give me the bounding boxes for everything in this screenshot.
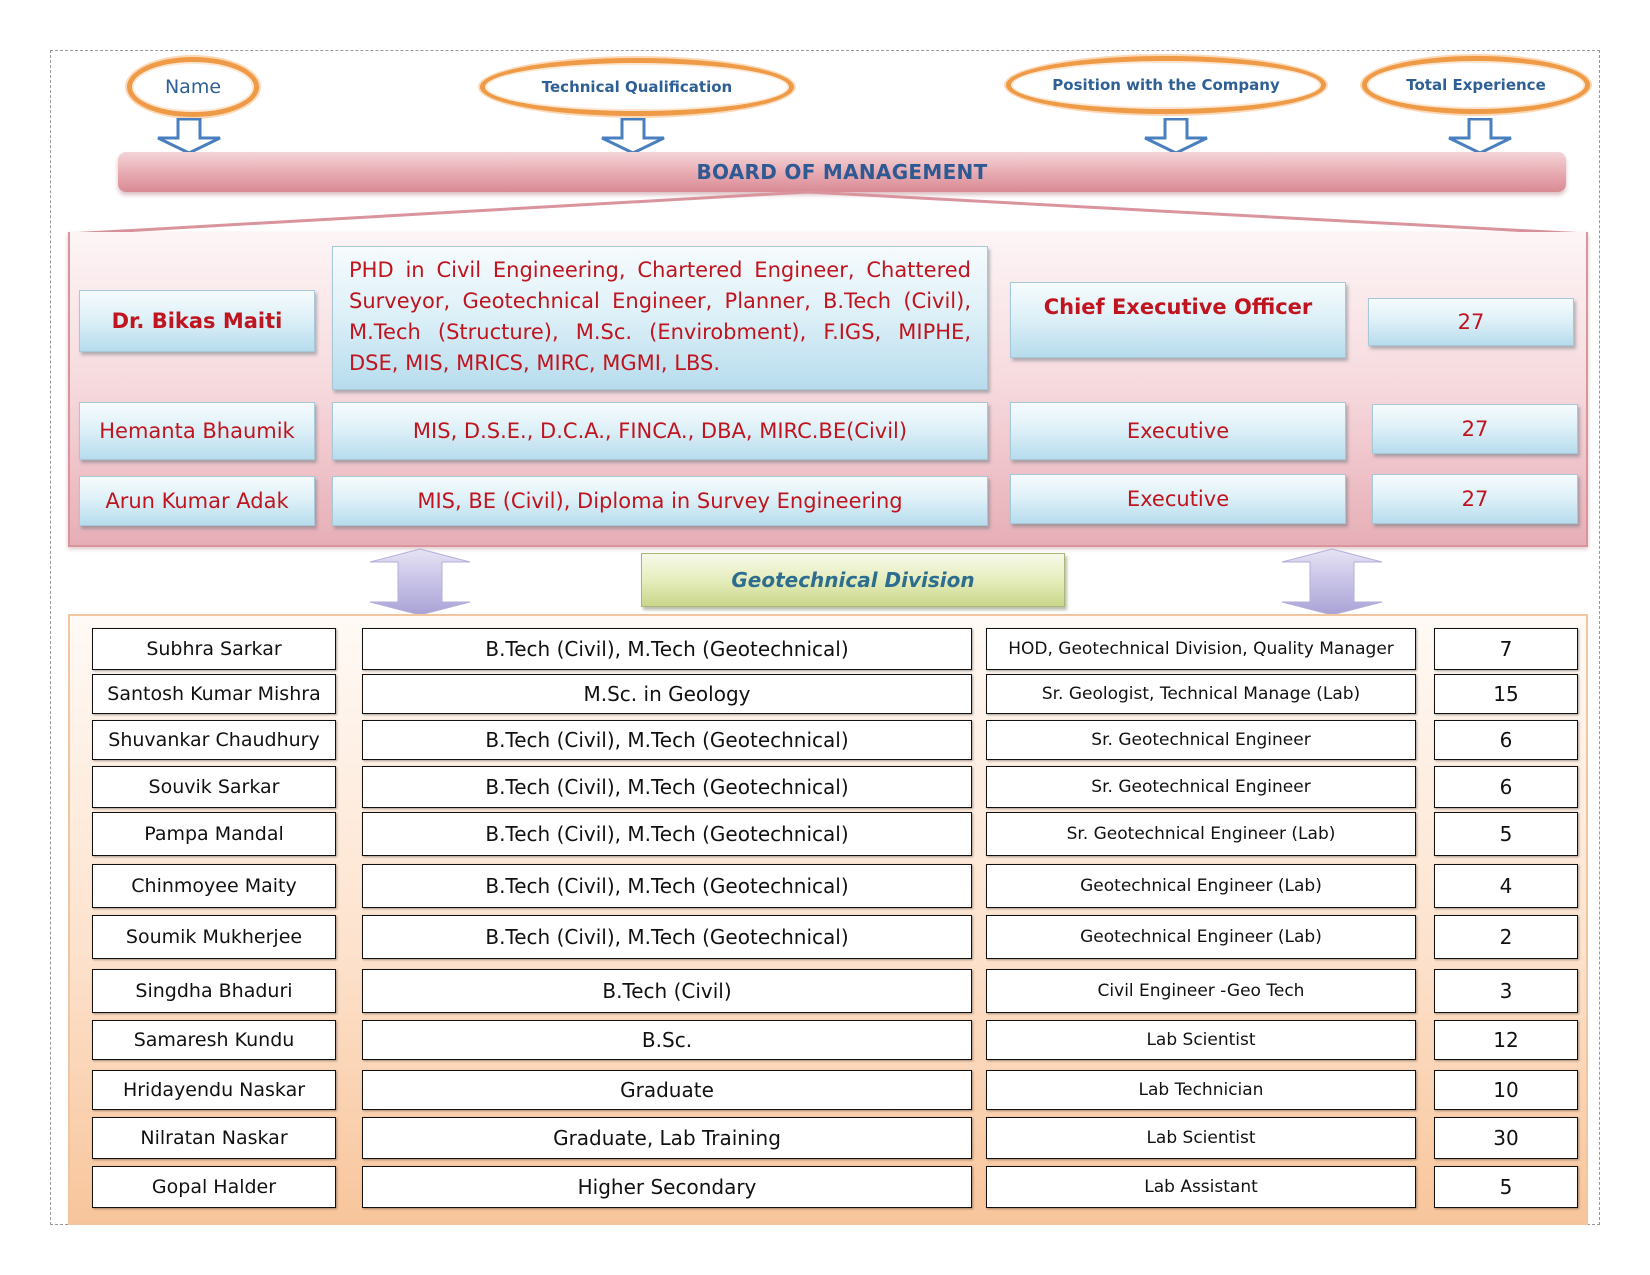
staff-qualification: Higher Secondary bbox=[362, 1166, 972, 1208]
staff-position: Lab Scientist bbox=[986, 1020, 1416, 1060]
staff-name: Hridayendu Naskar bbox=[92, 1070, 336, 1110]
staff-row: Subhra Sarkar B.Tech (Civil), M.Tech (Geo… bbox=[0, 628, 1650, 670]
staff-qualification: B.Tech (Civil), M.Tech (Geotechnical) bbox=[362, 915, 972, 959]
staff-qualification: B.Sc. bbox=[362, 1020, 972, 1060]
staff-name: Gopal Halder bbox=[92, 1166, 336, 1208]
management-name: Dr. Bikas Maiti bbox=[79, 290, 315, 352]
staff-row: Singdha Bhaduri B.Tech (Civil) Civil Engin… bbox=[0, 969, 1650, 1013]
down-arrow-icon bbox=[157, 118, 221, 154]
management-experience: 27 bbox=[1372, 404, 1578, 454]
staff-qualification: Graduate, Lab Training bbox=[362, 1117, 972, 1159]
staff-experience: 5 bbox=[1434, 1166, 1578, 1208]
staff-position: Sr. Geotechnical Engineer bbox=[986, 720, 1416, 760]
staff-qualification: B.Tech (Civil), M.Tech (Geotechnical) bbox=[362, 766, 972, 808]
down-arrow-icon bbox=[601, 118, 665, 154]
header-technical-qualification: Technical Qualification bbox=[480, 58, 794, 116]
staff-experience: 6 bbox=[1434, 766, 1578, 808]
staff-experience: 6 bbox=[1434, 720, 1578, 760]
management-experience: 27 bbox=[1368, 298, 1574, 346]
management-qualification: MIS, D.S.E., D.C.A., FINCA., DBA, MIRC.B… bbox=[332, 402, 988, 460]
staff-row: Hridayendu Naskar Graduate Lab Technician 1… bbox=[0, 1070, 1650, 1110]
staff-row: Chinmoyee Maity B.Tech (Civil), M.Tech (G… bbox=[0, 864, 1650, 908]
staff-experience: 7 bbox=[1434, 628, 1578, 670]
staff-position: Lab Technician bbox=[986, 1070, 1416, 1110]
staff-qualification: B.Tech (Civil), M.Tech (Geotechnical) bbox=[362, 812, 972, 856]
staff-experience: 3 bbox=[1434, 969, 1578, 1013]
staff-experience: 30 bbox=[1434, 1117, 1578, 1159]
staff-position: Geotechnical Engineer (Lab) bbox=[986, 915, 1416, 959]
staff-qualification: Graduate bbox=[362, 1070, 972, 1110]
staff-qualification: B.Tech (Civil) bbox=[362, 969, 972, 1013]
management-experience: 27 bbox=[1372, 474, 1578, 524]
header-position: Position with the Company bbox=[1006, 56, 1326, 114]
management-position: Executive bbox=[1010, 402, 1346, 460]
staff-experience: 5 bbox=[1434, 812, 1578, 856]
up-down-arrow-icon bbox=[1281, 548, 1383, 616]
staff-row: Santosh Kumar Mishra M.Sc. in Geology Sr. … bbox=[0, 674, 1650, 714]
staff-position: HOD, Geotechnical Division, Quality Mana… bbox=[986, 628, 1416, 670]
staff-position: Sr. Geotechnical Engineer (Lab) bbox=[986, 812, 1416, 856]
staff-name: Pampa Mandal bbox=[92, 812, 336, 856]
staff-name: Samaresh Kundu bbox=[92, 1020, 336, 1060]
staff-experience: 10 bbox=[1434, 1070, 1578, 1110]
staff-experience: 15 bbox=[1434, 674, 1578, 714]
header-total-experience: Total Experience bbox=[1362, 56, 1590, 114]
staff-name: Subhra Sarkar bbox=[92, 628, 336, 670]
staff-position: Sr. Geologist, Technical Manage (Lab) bbox=[986, 674, 1416, 714]
staff-row: Souvik Sarkar B.Tech (Civil), M.Tech (Geo… bbox=[0, 766, 1650, 808]
management-position: Chief Executive Officer bbox=[1010, 282, 1346, 358]
geotechnical-division-title: Geotechnical Division bbox=[641, 553, 1065, 607]
down-arrow-icon bbox=[1144, 118, 1208, 154]
staff-row: Gopal Halder Higher Secondary Lab Assistan… bbox=[0, 1166, 1650, 1208]
management-qualification: PHD in Civil Engineering, Chartered Engi… bbox=[332, 246, 988, 390]
management-qualification: MIS, BE (Civil), Diploma in Survey Engin… bbox=[332, 476, 988, 526]
staff-row: Soumik Mukherjee B.Tech (Civil), M.Tech (… bbox=[0, 915, 1650, 959]
staff-row: Samaresh Kundu B.Sc. Lab Scientist 12 bbox=[0, 1020, 1650, 1060]
management-position: Executive bbox=[1010, 474, 1346, 524]
down-arrow-icon bbox=[1448, 118, 1512, 154]
header-name: Name bbox=[127, 57, 259, 117]
staff-qualification: M.Sc. in Geology bbox=[362, 674, 972, 714]
up-down-arrow-icon bbox=[369, 548, 471, 616]
staff-name: Souvik Sarkar bbox=[92, 766, 336, 808]
staff-name: Nilratan Naskar bbox=[92, 1117, 336, 1159]
staff-position: Sr. Geotechnical Engineer bbox=[986, 766, 1416, 808]
board-of-management-title: BOARD OF MANAGEMENT bbox=[118, 152, 1566, 192]
staff-name: Shuvankar Chaudhury bbox=[92, 720, 336, 760]
staff-row: Nilratan Naskar Graduate, Lab Training Lab… bbox=[0, 1117, 1650, 1159]
staff-position: Lab Scientist bbox=[986, 1117, 1416, 1159]
staff-name: Santosh Kumar Mishra bbox=[92, 674, 336, 714]
staff-experience: 4 bbox=[1434, 864, 1578, 908]
staff-experience: 12 bbox=[1434, 1020, 1578, 1060]
staff-qualification: B.Tech (Civil), M.Tech (Geotechnical) bbox=[362, 864, 972, 908]
staff-position: Geotechnical Engineer (Lab) bbox=[986, 864, 1416, 908]
bracket-connector bbox=[68, 190, 1587, 234]
staff-name: Singdha Bhaduri bbox=[92, 969, 336, 1013]
staff-name: Soumik Mukherjee bbox=[92, 915, 336, 959]
staff-qualification: B.Tech (Civil), M.Tech (Geotechnical) bbox=[362, 720, 972, 760]
management-name: Arun Kumar Adak bbox=[79, 476, 315, 526]
staff-row: Pampa Mandal B.Tech (Civil), M.Tech (Geot… bbox=[0, 812, 1650, 856]
staff-qualification: B.Tech (Civil), M.Tech (Geotechnical) bbox=[362, 628, 972, 670]
staff-position: Civil Engineer -Geo Tech bbox=[986, 969, 1416, 1013]
management-name: Hemanta Bhaumik bbox=[79, 402, 315, 460]
staff-name: Chinmoyee Maity bbox=[92, 864, 336, 908]
staff-row: Shuvankar Chaudhury B.Tech (Civil), M.Tec… bbox=[0, 720, 1650, 760]
staff-position: Lab Assistant bbox=[986, 1166, 1416, 1208]
staff-experience: 2 bbox=[1434, 915, 1578, 959]
